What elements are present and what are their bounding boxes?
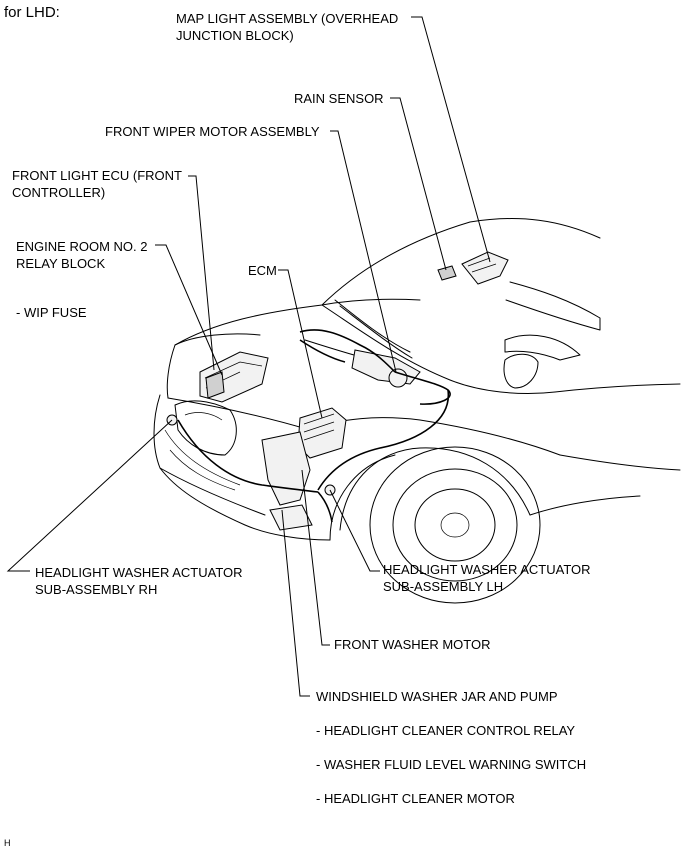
leader-washer-jar <box>281 509 310 697</box>
leader-hl-washer-rh <box>6 419 173 572</box>
label-front-wiper-motor: FRONT WIPER MOTOR ASSEMBLY <box>105 124 320 139</box>
label-headlight-cleaner-motor: - HEADLIGHT CLEANER MOTOR <box>316 791 515 806</box>
label-headlight-washer-rh: HEADLIGHT WASHER ACTUATOR SUB-ASSEMBLY R… <box>35 565 243 597</box>
leader-wiper-motor <box>330 130 397 373</box>
scope-label: for LHD: <box>4 4 60 21</box>
wiper-motor-part <box>351 349 421 385</box>
vehicle-illustration <box>153 218 681 604</box>
label-map-light-assembly: MAP LIGHT ASSEMBLY (OVERHEAD JUNCTION BL… <box>176 11 399 43</box>
label-wip-fuse: - WIP FUSE <box>16 305 87 320</box>
label-headlight-cleaner-relay: - HEADLIGHT CLEANER CONTROL RELAY <box>316 723 576 738</box>
label-ecm: ECM <box>248 263 277 278</box>
leader-front-light-ecu <box>188 175 215 371</box>
figure-code: H <box>4 838 11 848</box>
leader-lines <box>6 16 491 697</box>
rain-sensor-part <box>437 265 457 281</box>
components <box>166 251 509 531</box>
label-headlight-washer-lh: HEADLIGHT WASHER ACTUATOR SUB-ASSEMBLY L… <box>383 562 591 594</box>
label-washer-jar: WINDSHIELD WASHER JAR AND PUMP <box>316 689 558 704</box>
leader-hl-washer-lh <box>329 489 380 572</box>
leader-ecm <box>278 269 323 419</box>
washer-hoses <box>177 329 451 523</box>
label-engine-room-relay: ENGINE ROOM NO. 2 RELAY BLOCK <box>16 239 148 271</box>
leader-relay-block <box>155 244 223 376</box>
label-front-washer-motor: FRONT WASHER MOTOR <box>334 637 491 652</box>
washer-jar-part <box>261 431 311 506</box>
leader-map-light <box>411 16 491 263</box>
label-front-light-ecu: FRONT LIGHT ECU (FRONT CONTROLLER) <box>12 168 182 200</box>
leader-front-washer-motor <box>301 469 330 646</box>
label-rain-sensor: RAIN SENSOR <box>294 91 384 106</box>
label-washer-fluid-switch: - WASHER FLUID LEVEL WARNING SWITCH <box>316 757 587 772</box>
leader-rain-sensor <box>390 97 447 271</box>
